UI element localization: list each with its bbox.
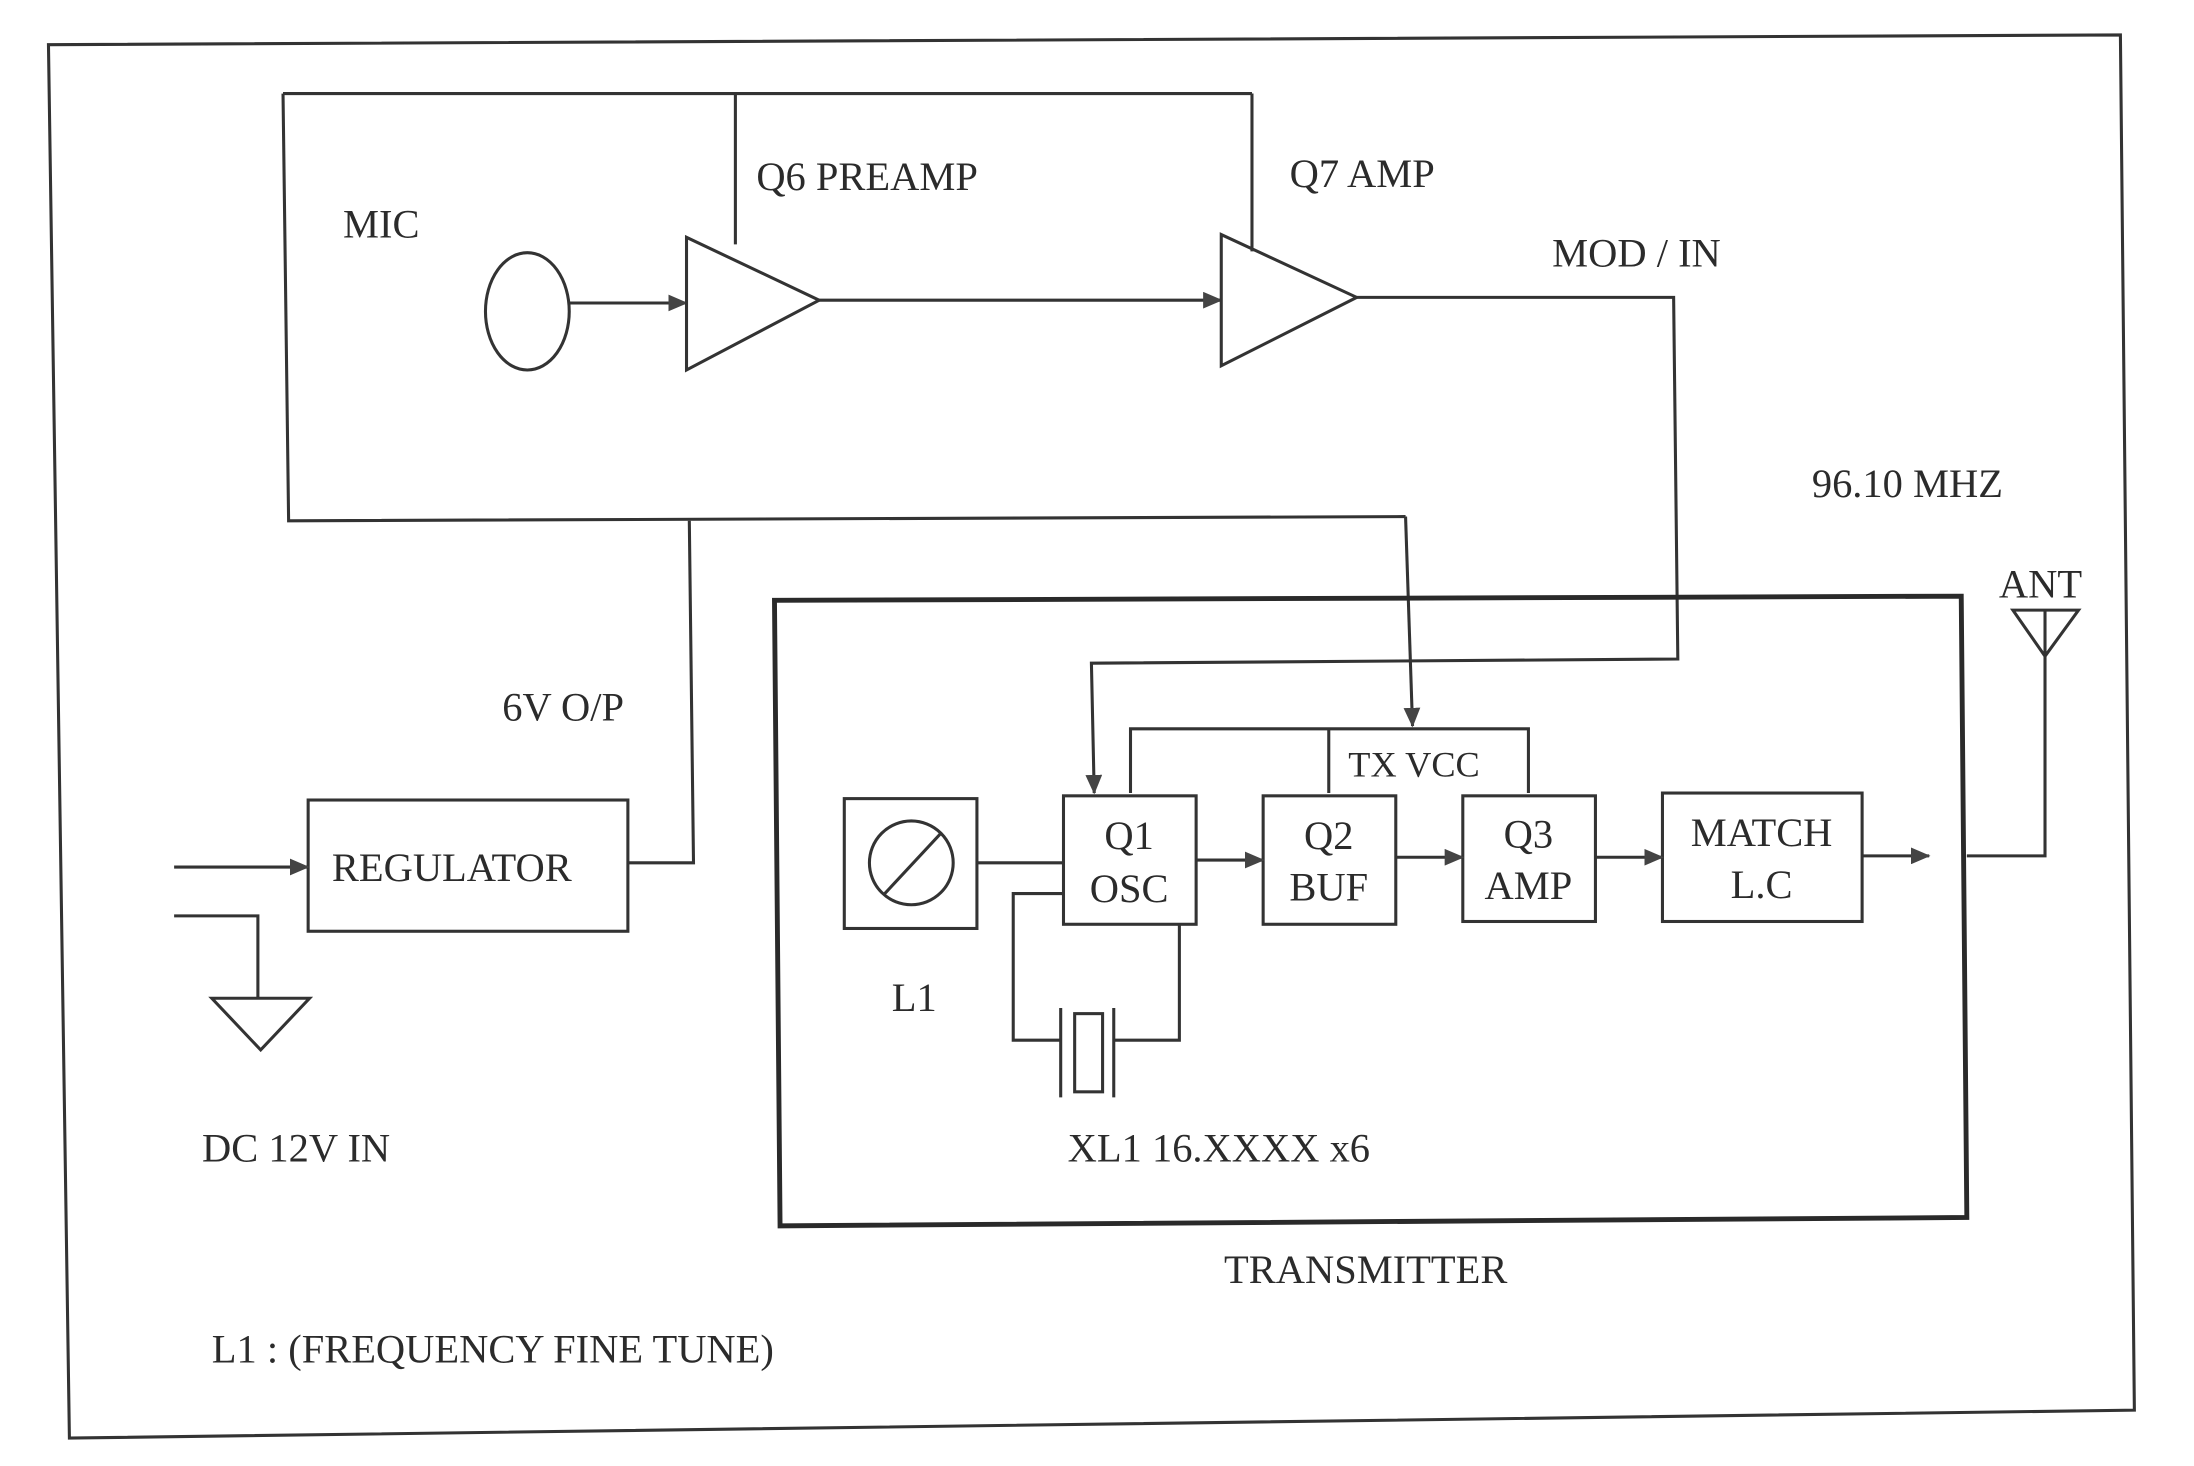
regulator-output-wire: [627, 520, 696, 865]
l1-label: L1: [892, 975, 937, 1020]
mic-label: MIC: [343, 201, 419, 246]
ground-icon: [208, 996, 314, 1053]
antenna-icon: [2009, 608, 2082, 659]
crystal-wire: [1011, 892, 1181, 1042]
tx-vcc-bus: [1128, 727, 1530, 794]
tx-vcc-feed-wire: [1403, 516, 1421, 728]
q1-osc-label: OSC: [1090, 866, 1169, 911]
ant-label: ANT: [1999, 562, 2082, 607]
match-lc-label: L.C: [1731, 862, 1793, 907]
transmitter-box: [772, 593, 1970, 1229]
q6-preamp-triangle: [684, 234, 823, 373]
crystal-icon: [1073, 1012, 1105, 1094]
audio-supply-wire: [281, 92, 1406, 523]
q2-buf-label: BUF: [1289, 865, 1368, 910]
regulator-label: REGULATOR: [332, 845, 572, 890]
l1-note: L1 : (FREQUENCY FINE TUNE): [212, 1327, 774, 1372]
ground-wire: [174, 914, 260, 999]
tx-vcc-label: TX VCC: [1348, 744, 1479, 784]
crystal-label: XL1 16.XXXX x6: [1068, 1126, 1370, 1171]
q2-label: Q2: [1304, 813, 1353, 858]
tuning-slot: [883, 832, 942, 895]
microphone-icon: [483, 251, 571, 372]
tuning-coil-icon: [867, 819, 955, 907]
mod-in-label: MOD / IN: [1552, 231, 1721, 276]
q7-amp-triangle: [1219, 232, 1361, 369]
mod-in-wire: [1085, 295, 1680, 795]
q3-amp-label: AMP: [1485, 863, 1573, 908]
q3-label: Q3: [1504, 811, 1553, 856]
q6-label: Q6 PREAMP: [756, 154, 978, 199]
transmitter-label: TRANSMITTER: [1224, 1247, 1507, 1292]
outer-border: [46, 33, 2136, 1440]
6v-output-label: 6V O/P: [502, 684, 624, 729]
frequency-label: 96.10 MHZ: [1812, 461, 2003, 506]
antenna-wire: [1966, 656, 2047, 858]
match-label: MATCH: [1691, 810, 1833, 855]
q7-label: Q7 AMP: [1290, 151, 1435, 196]
dc-in-label: DC 12V IN: [202, 1126, 390, 1171]
q1-label: Q1: [1104, 813, 1153, 858]
